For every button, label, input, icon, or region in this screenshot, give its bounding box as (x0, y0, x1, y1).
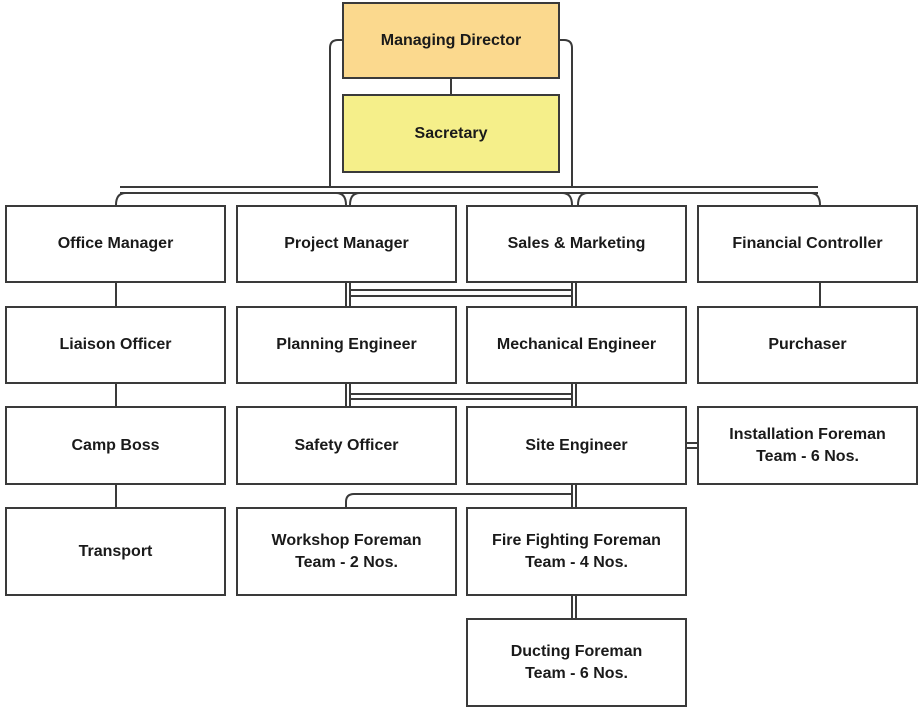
node-label: Transport (78, 542, 153, 560)
node-site-engineer: Site Engineer (466, 406, 687, 485)
node-project-manager: Project Manager (236, 205, 457, 283)
node-managing-director: Managing Director (342, 2, 560, 79)
node-workshop-foreman: Workshop Foreman Team - 2 Nos. (236, 507, 457, 596)
node-label: Purchaser (768, 336, 847, 353)
node-ducting-foreman: Ducting Foreman Team - 6 Nos. (466, 618, 687, 707)
node-label: Liaison Officer (59, 336, 172, 353)
node-label: Office Manager (57, 235, 174, 252)
node-fire-fighting-foreman: Fire Fighting Foreman Team - 4 Nos. (466, 507, 687, 596)
node-sales-marketing: Sales & Marketing (466, 205, 687, 283)
node-label: Sales & Marketing (507, 235, 646, 252)
node-installation-foreman: Installation Foreman Team - 6 Nos. (697, 406, 918, 485)
node-transport: Transport (5, 507, 226, 596)
node-label: Fire Fighting Foreman Team - 4 Nos. (492, 531, 661, 571)
node-purchaser: Purchaser (697, 306, 918, 384)
node-label: Sacretary (414, 124, 488, 142)
node-mechanical-engineer: Mechanical Engineer (466, 306, 687, 384)
node-camp-boss: Camp Boss (5, 406, 226, 485)
node-liaison-officer: Liaison Officer (5, 306, 226, 384)
node-safety-officer: Safety Officer (236, 406, 457, 485)
node-label: Installation Foreman Team - 6 Nos. (729, 425, 886, 465)
node-label: Project Manager (284, 235, 409, 252)
node-label: Camp Boss (71, 436, 160, 454)
node-label: Managing Director (380, 31, 522, 49)
node-planning-engineer: Planning Engineer (236, 306, 457, 384)
node-label: Financial Controller (732, 235, 883, 252)
node-label: Planning Engineer (276, 336, 417, 353)
node-label: Mechanical Engineer (496, 336, 657, 353)
node-financial-controller: Financial Controller (697, 205, 918, 283)
node-label: Workshop Foreman Team - 2 Nos. (271, 531, 422, 571)
node-label: Site Engineer (525, 436, 628, 454)
node-office-manager: Office Manager (5, 205, 226, 283)
node-label: Ducting Foreman Team - 6 Nos. (510, 642, 643, 682)
node-label: Safety Officer (294, 436, 399, 454)
node-secretary: Sacretary (342, 94, 560, 173)
